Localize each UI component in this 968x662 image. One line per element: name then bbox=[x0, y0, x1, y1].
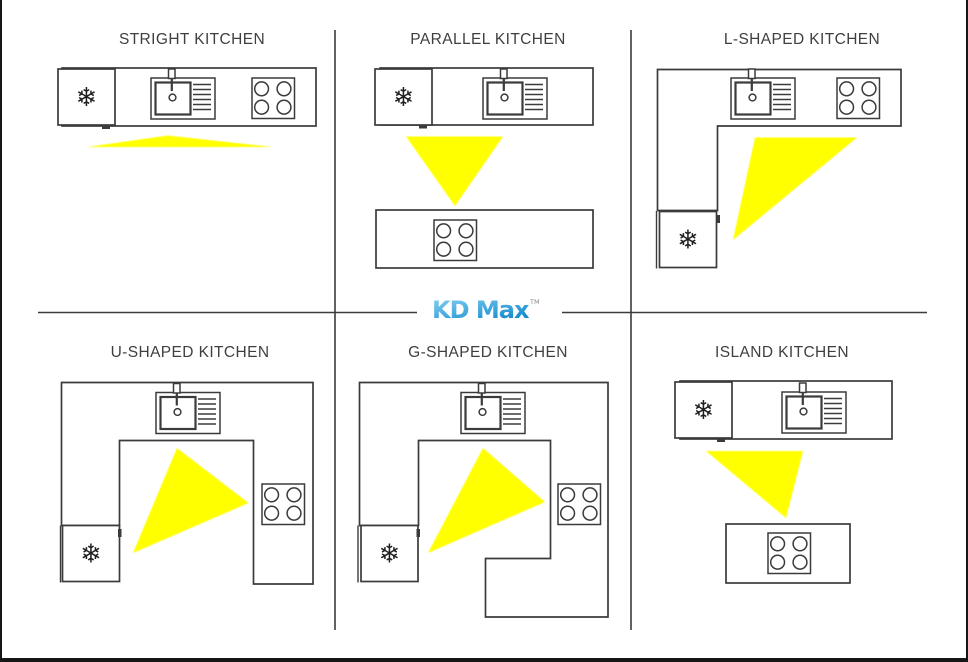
fridge-handle bbox=[716, 215, 720, 223]
hob-icon bbox=[261, 483, 306, 526]
fridge-icon bbox=[674, 381, 733, 439]
panel-title-island: ISLAND KITCHEN bbox=[715, 344, 849, 361]
fridge-handle bbox=[102, 125, 110, 129]
logo-tm: TM bbox=[529, 298, 540, 306]
logo-text: KD Max bbox=[432, 296, 530, 324]
straight-kitchen-diagram bbox=[57, 67, 317, 147]
work-triangle bbox=[706, 451, 803, 518]
l-shaped-kitchen-diagram bbox=[655, 67, 902, 269]
panel-title-g-shaped: G-SHAPED KITCHEN bbox=[408, 344, 568, 361]
u-shaped-kitchen-diagram bbox=[59, 381, 314, 585]
panel-title-l-shaped: L-SHAPED KITCHEN bbox=[723, 31, 881, 48]
fridge-icon bbox=[61, 524, 121, 583]
panel-title-straight: STRIGHT KITCHEN bbox=[118, 31, 266, 48]
fridge-handle bbox=[416, 529, 420, 537]
island-kitchen-diagram bbox=[674, 380, 893, 584]
fridge-icon bbox=[57, 68, 116, 126]
work-triangle bbox=[733, 137, 857, 240]
fridge-handle bbox=[118, 529, 122, 537]
fridge-icon bbox=[360, 524, 419, 583]
hob-icon bbox=[767, 532, 812, 575]
kd-max-logo: KD Max TM bbox=[430, 293, 552, 325]
work-triangle bbox=[428, 448, 545, 553]
hob-icon bbox=[836, 77, 881, 120]
hob-icon bbox=[251, 77, 296, 120]
g-shaped-kitchen-diagram bbox=[357, 381, 609, 618]
fridge-handle bbox=[419, 125, 427, 129]
hob-icon bbox=[557, 483, 602, 526]
panel-title-parallel: PARALLEL KITCHEN bbox=[410, 31, 566, 48]
hob-icon bbox=[433, 219, 478, 262]
fridge-handle bbox=[717, 438, 725, 442]
work-triangle bbox=[406, 136, 503, 206]
fridge-icon bbox=[374, 68, 433, 126]
work-triangle bbox=[133, 448, 249, 553]
island-counter-outline bbox=[375, 209, 594, 269]
fridge-icon bbox=[658, 210, 718, 269]
panel-title-u-shaped: U-SHAPED KITCHEN bbox=[110, 344, 270, 361]
parallel-kitchen-diagram bbox=[374, 67, 594, 269]
work-triangle bbox=[87, 135, 273, 147]
